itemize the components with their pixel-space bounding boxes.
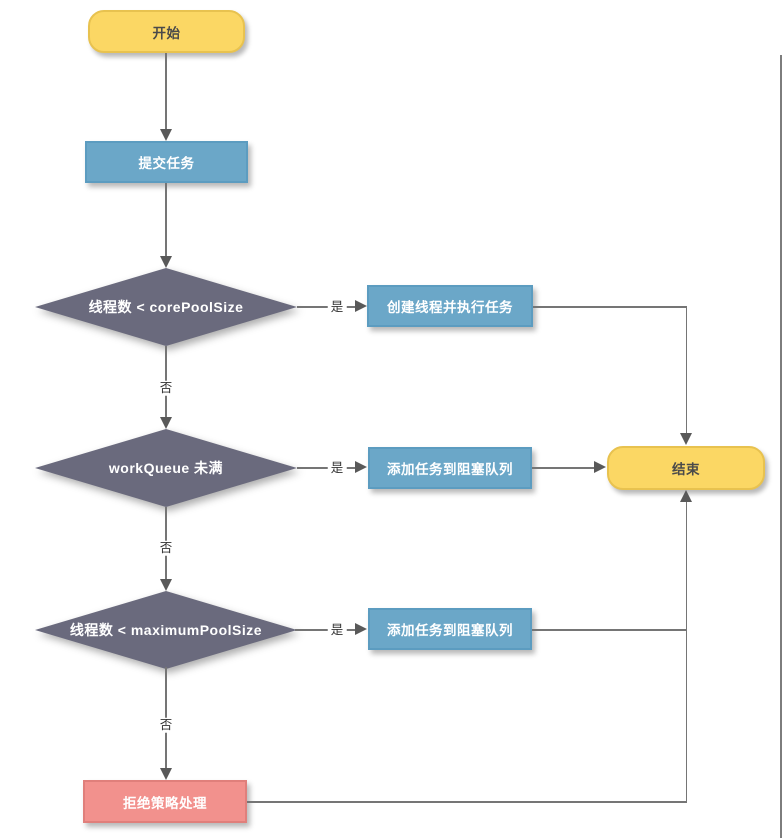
edge-core-yes bbox=[297, 306, 356, 308]
process-create-thread: 创建线程并执行任务 bbox=[367, 285, 533, 327]
edge-max-yes bbox=[295, 629, 356, 631]
arrowhead-up-icon bbox=[680, 490, 692, 502]
arrowhead-right-icon bbox=[355, 300, 367, 312]
arrowhead-down-icon bbox=[160, 129, 172, 141]
edge-label-yes: 是 bbox=[327, 622, 347, 638]
edge-start-to-submit bbox=[165, 53, 167, 131]
edge-label-no: 否 bbox=[156, 540, 176, 556]
arrowhead-down-icon bbox=[680, 433, 692, 445]
edge-queue-yes bbox=[297, 467, 356, 469]
arrowhead-down-icon bbox=[160, 417, 172, 429]
decision-core-pool-size: 线程数 < corePoolSize bbox=[35, 268, 297, 346]
decision-maximum-pool-size-label: 线程数 < maximumPoolSize bbox=[35, 591, 297, 669]
reject-policy-node: 拒绝策略处理 bbox=[83, 780, 247, 823]
page-border-line bbox=[780, 55, 782, 838]
decision-work-queue: workQueue 未满 bbox=[35, 429, 297, 507]
arrowhead-right-icon bbox=[355, 461, 367, 473]
decision-work-queue-label: workQueue 未满 bbox=[35, 429, 297, 507]
arrowhead-down-icon bbox=[160, 256, 172, 268]
edge-label-no: 否 bbox=[156, 717, 176, 733]
submit-task-node: 提交任务 bbox=[85, 141, 248, 183]
process-enqueue-first: 添加任务到阻塞队列 bbox=[368, 447, 532, 489]
edge-label-no: 否 bbox=[156, 380, 176, 396]
edge-submit-to-decision-core bbox=[165, 183, 167, 257]
decision-core-pool-size-label: 线程数 < corePoolSize bbox=[35, 268, 297, 346]
process-enqueue-second: 添加任务到阻塞队列 bbox=[368, 608, 532, 650]
edge-enqueue1-to-end bbox=[532, 467, 596, 469]
edge-trunk-to-end bbox=[685, 501, 687, 802]
edge-enqueue2-to-trunk bbox=[532, 629, 686, 631]
arrowhead-down-icon bbox=[160, 768, 172, 780]
edge-label-yes: 是 bbox=[327, 299, 347, 315]
arrowhead-down-icon bbox=[160, 579, 172, 591]
arrowhead-right-icon bbox=[355, 623, 367, 635]
start-node: 开始 bbox=[88, 10, 245, 53]
edge-create-to-end-v bbox=[685, 306, 687, 434]
decision-maximum-pool-size: 线程数 < maximumPoolSize bbox=[35, 591, 297, 669]
edge-create-to-end-h bbox=[533, 306, 687, 308]
end-node: 结束 bbox=[607, 446, 765, 490]
arrowhead-right-icon bbox=[594, 461, 606, 473]
edge-reject-to-trunk bbox=[247, 801, 687, 803]
edge-label-yes: 是 bbox=[327, 460, 347, 476]
